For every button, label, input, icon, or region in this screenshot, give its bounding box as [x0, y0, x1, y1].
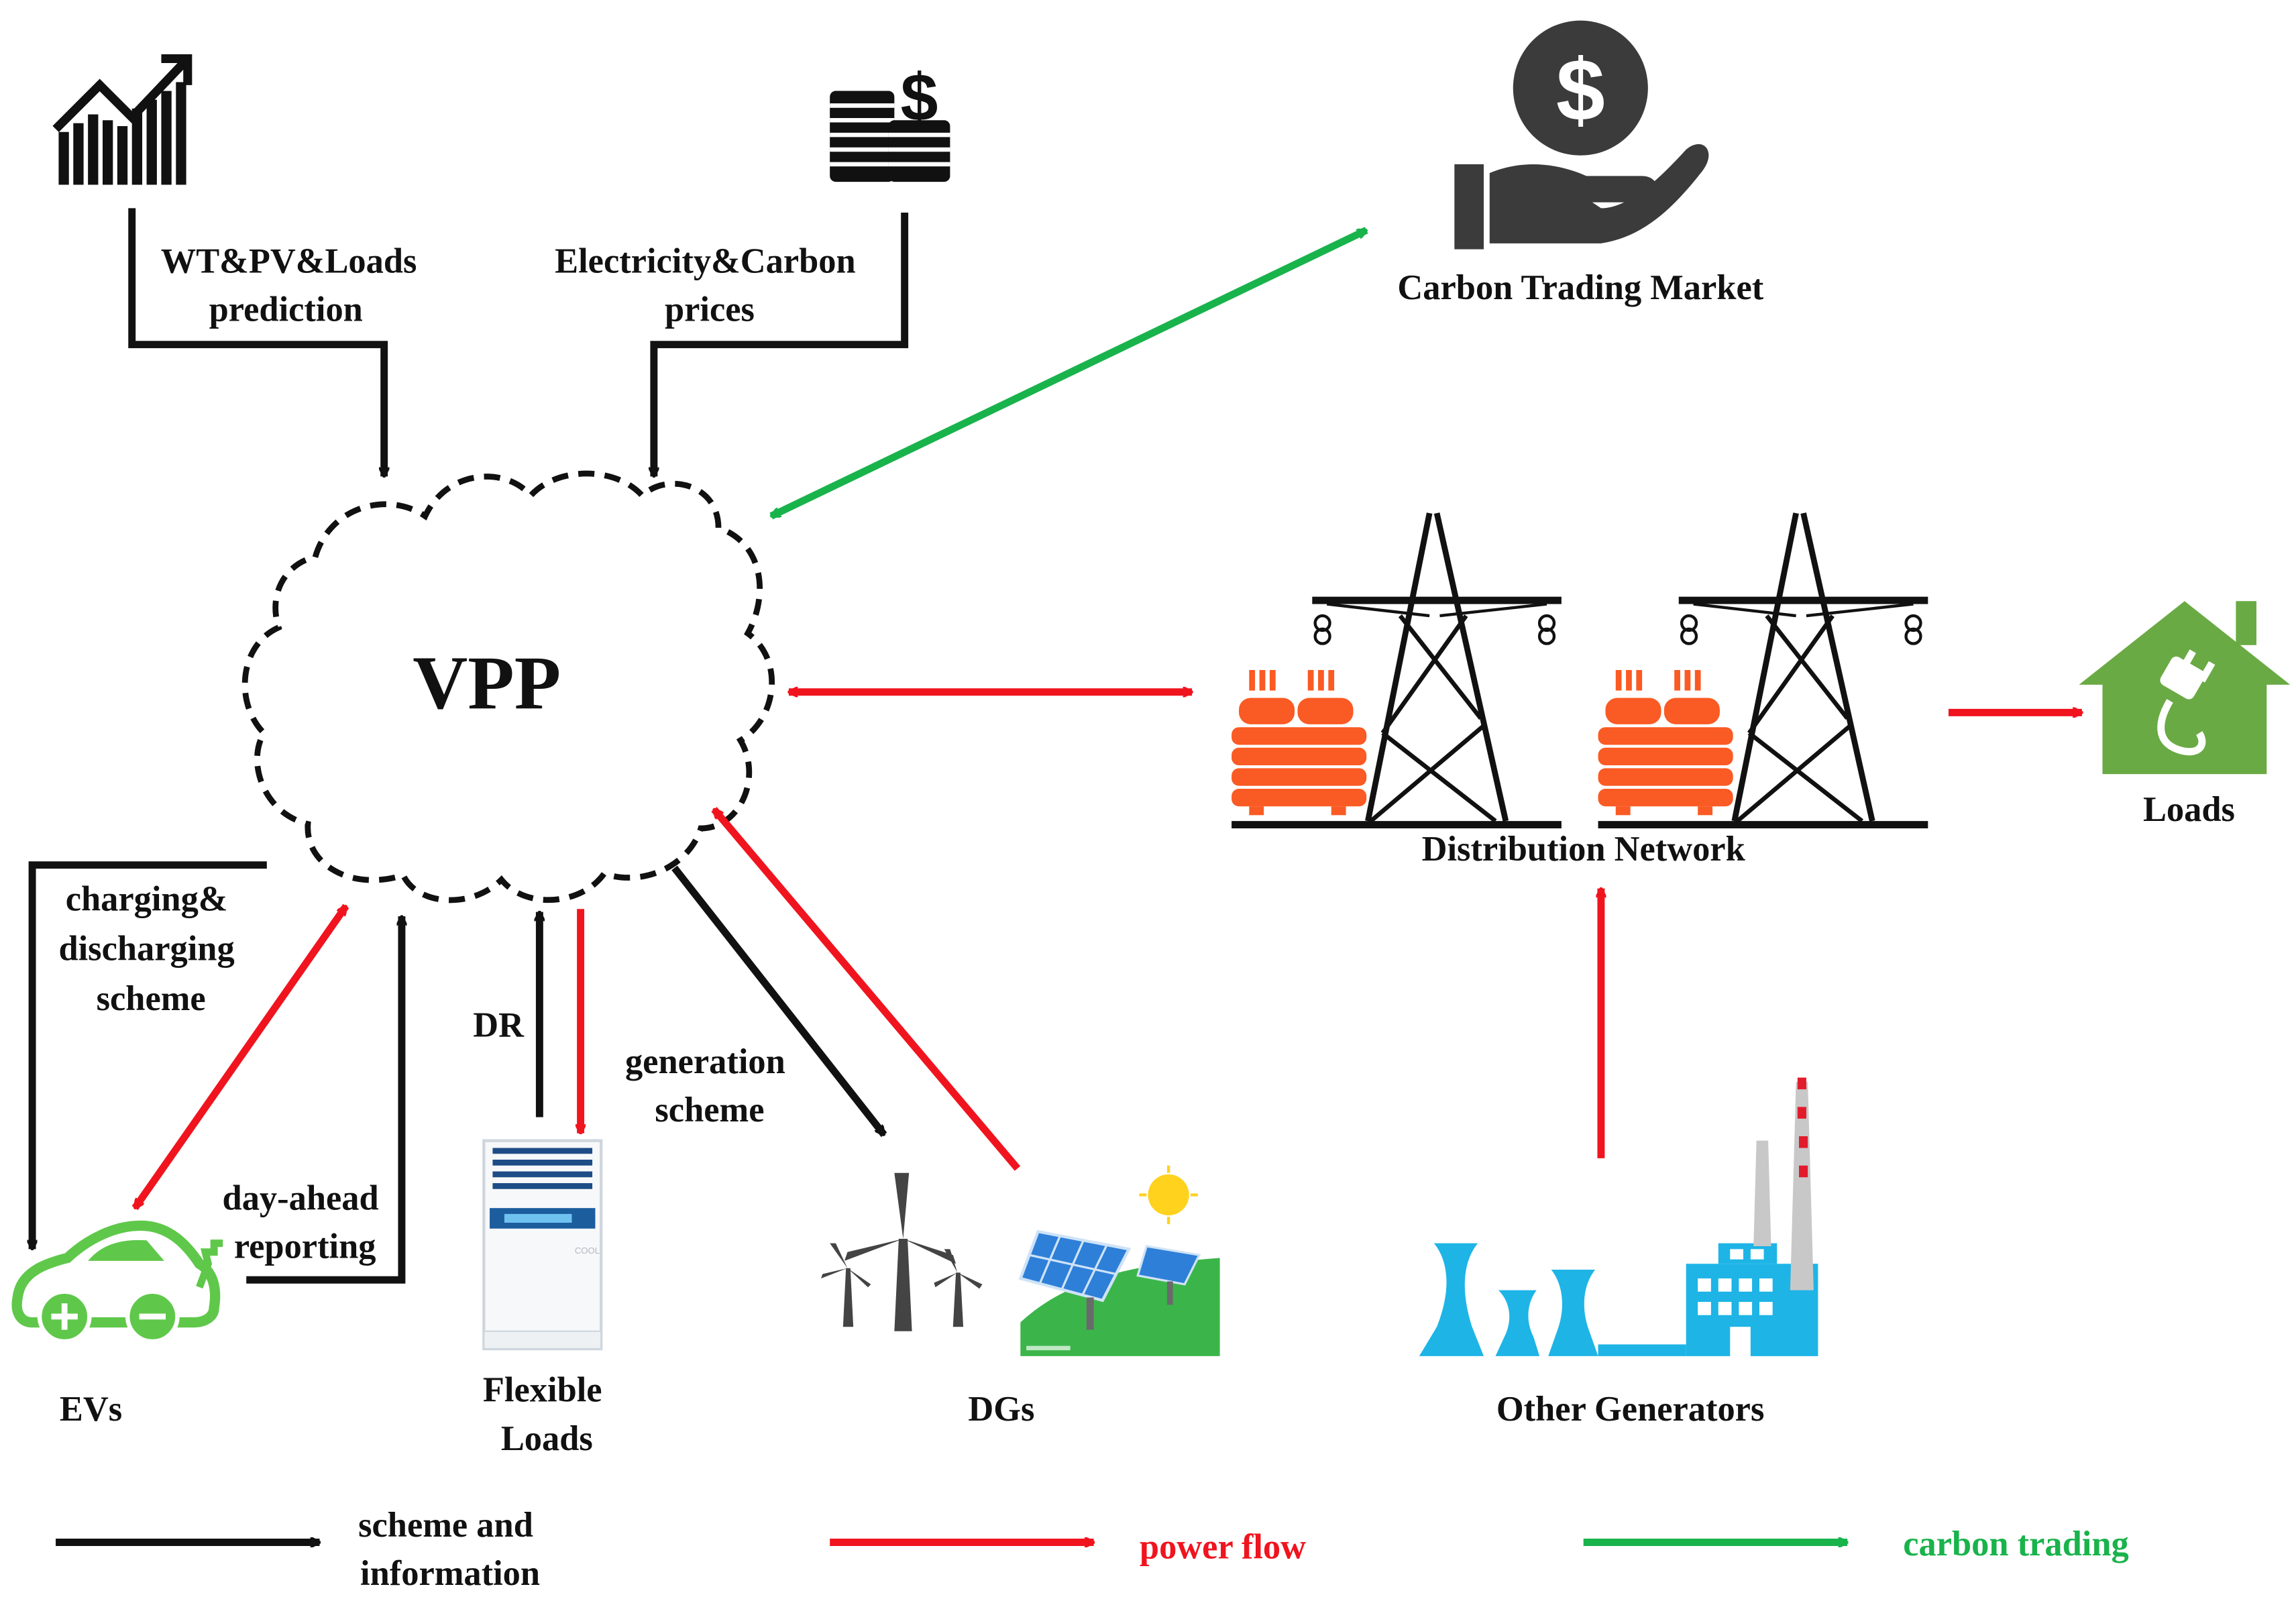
- transmission-tower-icon: [1598, 513, 1928, 828]
- generation-scheme-arrow: [671, 865, 887, 1135]
- charging-scheme-label: charging& discharging scheme: [58, 879, 243, 1018]
- svg-text:COOL: COOL: [575, 1246, 600, 1256]
- svg-text:$: $: [901, 60, 938, 135]
- transmission-tower-icon: [1232, 513, 1562, 828]
- coins-dollar-icon: $: [830, 60, 950, 182]
- day-ahead-reporting-arrow: [246, 916, 402, 1284]
- generation-scheme-label: generation scheme: [625, 1042, 794, 1129]
- dgs-label: DGs: [968, 1390, 1034, 1429]
- vpp-title: VPP: [413, 641, 561, 725]
- charging-scheme-arrow: [32, 861, 267, 1250]
- house-plug-icon: [2079, 601, 2291, 775]
- hand-dollar-icon: $: [1454, 20, 1709, 250]
- dr-label: DR: [473, 1005, 525, 1044]
- power-plant-icon: [1419, 1077, 1818, 1356]
- carbon-market-label: Carbon Trading Market: [1397, 268, 1763, 307]
- legend-carbon-label: carbon trading: [1903, 1525, 2129, 1563]
- ev-power-arrow: [131, 906, 349, 1208]
- dg-power-arrow: [711, 810, 1021, 1171]
- solar-panel-icon: [1018, 1165, 1220, 1356]
- prices-label: Electricity&Carbon prices: [555, 242, 865, 329]
- carbon-trading-arrow: [771, 227, 1366, 520]
- flexible-load-cabinet-icon: COOL: [482, 1139, 603, 1351]
- loads-label: Loads: [2143, 790, 2235, 829]
- day-ahead-reporting-label: day-ahead reporting: [223, 1178, 388, 1266]
- evs-label: EVs: [60, 1390, 122, 1429]
- legend-power-label: power flow: [1140, 1528, 1306, 1567]
- svg-text:$: $: [1556, 40, 1605, 139]
- other-generators-label: Other Generators: [1496, 1390, 1764, 1429]
- electric-car-icon: [11, 1220, 223, 1344]
- prediction-label: WT&PV&Loads prediction: [161, 242, 426, 329]
- legend-scheme-label: scheme and information: [358, 1506, 542, 1593]
- trend-chart-icon: [52, 54, 193, 185]
- prediction-arrow: [128, 208, 384, 476]
- vpp-cloud: [241, 470, 775, 903]
- wind-turbine-icon: [821, 1172, 983, 1331]
- flexible-loads-label: Flexible Loads: [483, 1371, 611, 1458]
- legend: scheme and information power flow carbon…: [56, 1506, 2129, 1593]
- distribution-network-label: Distribution Network: [1422, 830, 1746, 869]
